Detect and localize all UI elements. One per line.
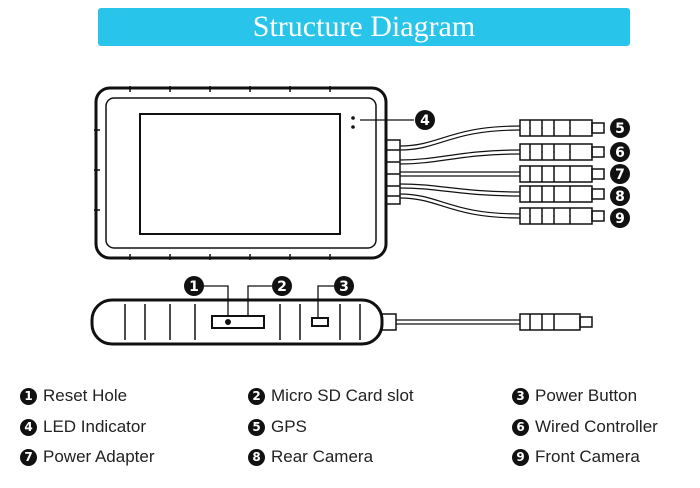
callout-3: 3 (334, 276, 354, 296)
leader-lines (202, 119, 414, 318)
side-connector-block (385, 139, 401, 205)
svg-text:2: 2 (277, 279, 287, 295)
svg-text:8: 8 (615, 189, 625, 205)
reset-hole-icon (225, 319, 231, 325)
callout-1: 1 (184, 276, 204, 296)
page-title: Structure Diagram (252, 10, 476, 43)
svg-text:1: 1 (189, 279, 199, 295)
cable-bundle (399, 125, 521, 219)
power-button (311, 317, 329, 327)
sd-card-slot (211, 315, 265, 329)
svg-text:6: 6 (615, 145, 625, 161)
callout-6: 6 (610, 142, 630, 162)
callout-7: 7 (610, 164, 630, 184)
svg-text:5: 5 (615, 121, 625, 137)
led-indicator-icon (351, 116, 355, 120)
callout-9: 9 (610, 208, 630, 228)
callout-8: 8 (610, 186, 630, 206)
svg-text:7: 7 (615, 167, 625, 183)
device-diagram: 4 5 6 7 8 9 1 2 3 (90, 86, 630, 346)
device-front-view (94, 86, 388, 260)
callout-4: 4 (415, 110, 435, 130)
svg-text:9: 9 (615, 211, 625, 227)
connector-row (519, 119, 605, 225)
callout-2: 2 (272, 276, 292, 296)
title-banner: Structure Diagram (98, 8, 630, 46)
svg-text:4: 4 (420, 113, 430, 129)
device-side-view (90, 298, 593, 346)
callout-5: 5 (610, 118, 630, 138)
svg-text:3: 3 (339, 279, 349, 295)
